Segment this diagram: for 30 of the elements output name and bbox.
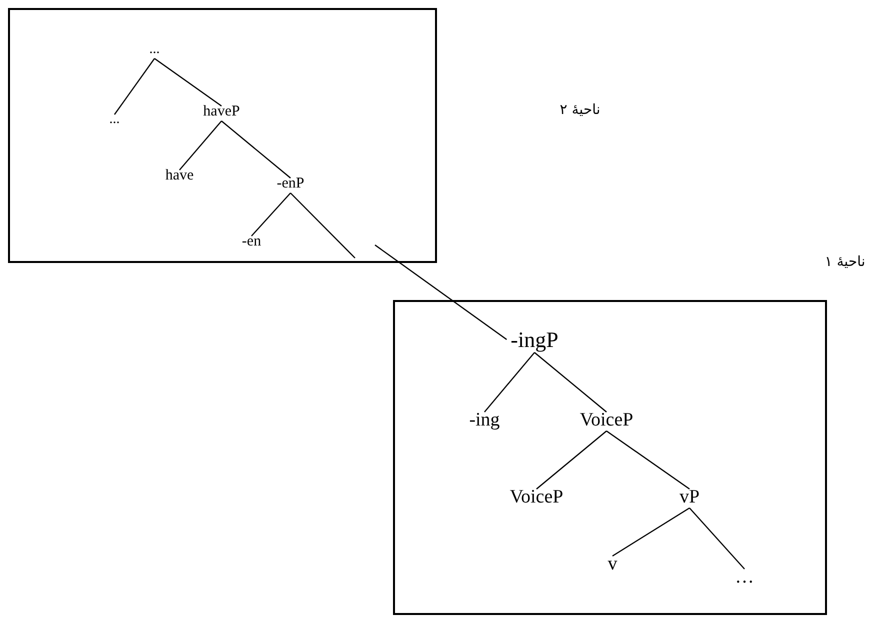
tree-label: ... [109,112,120,126]
tree-label: -enP [276,176,304,191]
tree-label: have [165,168,194,183]
tree-label: ... [149,42,160,56]
region-box [8,8,437,263]
tree-label: vP [679,487,700,506]
region-label: ناحيهٔ ۱ [824,252,866,272]
tree-branch [251,192,291,236]
region-label: ناحيهٔ ۲ [560,100,600,120]
tree-branch [606,430,690,490]
tree-label: haveP [203,104,240,119]
tree-label: VoiceP [580,410,634,429]
tree-label: -ing [469,410,500,429]
tree-branch [536,430,607,490]
tree-branch [689,508,745,570]
region-box [393,300,827,615]
tree-branch [484,352,535,412]
tree-branch [221,120,291,178]
tree-label: VoiceP [510,487,564,506]
tree-branch [374,244,507,340]
tree-label: -ingP [510,328,558,350]
tree-label: v [608,554,618,573]
tree-branch [290,192,356,258]
tree-branch [154,58,222,106]
tree-label: … [735,567,754,586]
tree-branch [179,120,222,170]
tree-branch [612,508,690,556]
tree-branch [534,352,607,412]
tree-branch [114,58,155,115]
tree-label: -en [242,234,262,249]
